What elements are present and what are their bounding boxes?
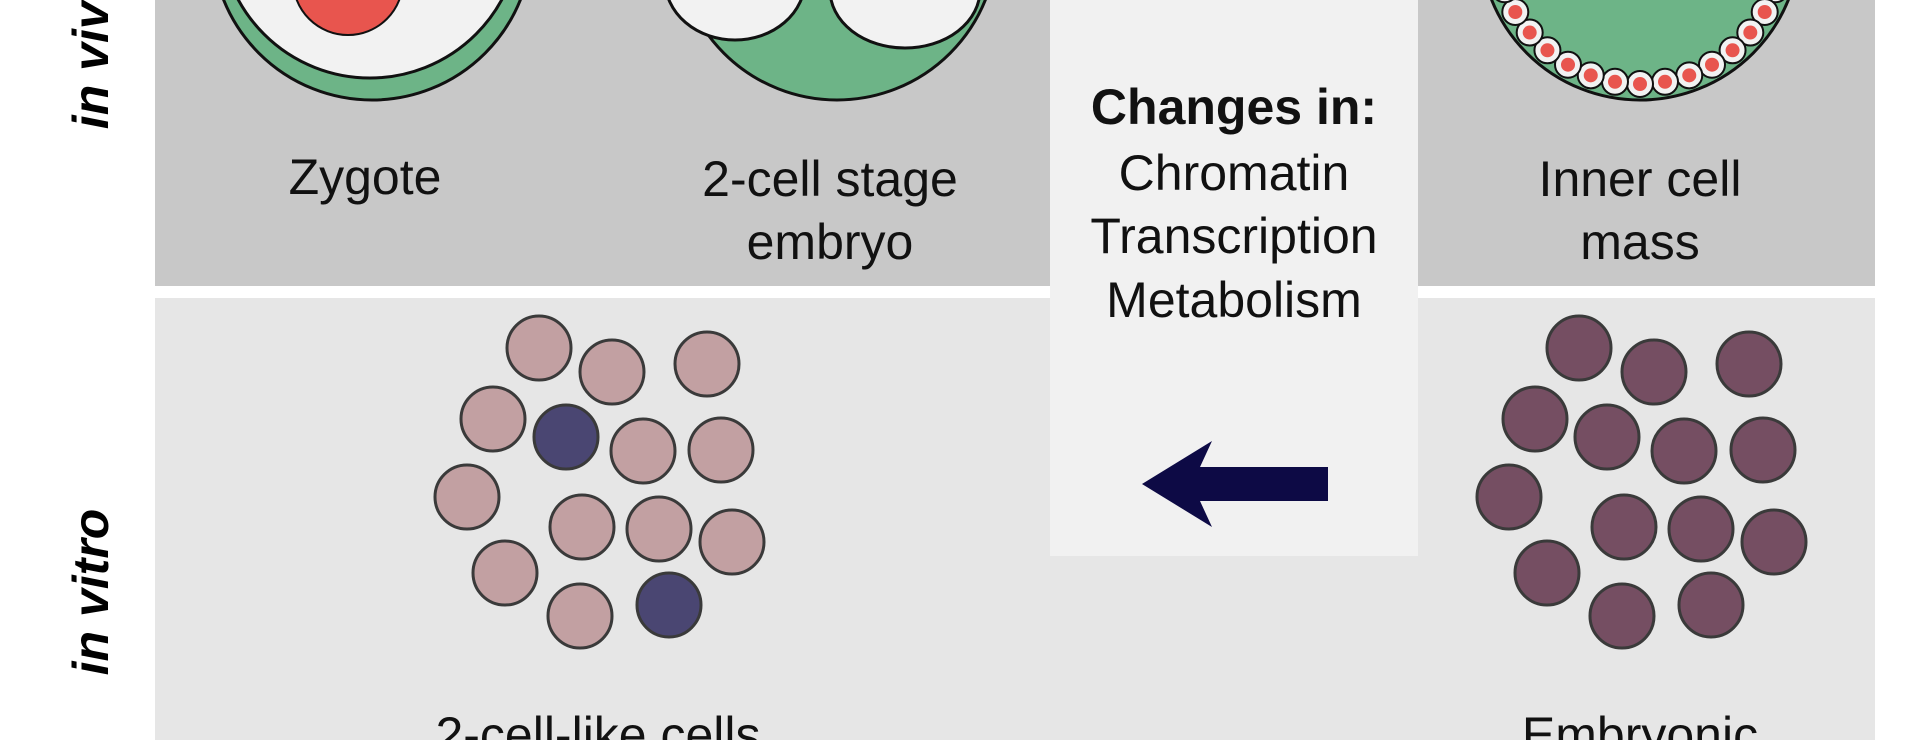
cell (1677, 571, 1745, 639)
trophectoderm-nucleus (1682, 68, 1697, 83)
cell (1588, 582, 1656, 650)
highlighted-cell (635, 571, 703, 639)
cell (471, 539, 539, 607)
trophectoderm-nucleus (1705, 57, 1719, 72)
cell (1475, 463, 1543, 531)
cell (1740, 508, 1808, 576)
trophectoderm-nucleus (1561, 57, 1575, 72)
cell (1715, 330, 1783, 398)
trophectoderm-nucleus (1522, 25, 1537, 40)
cell (546, 582, 614, 650)
cell (1573, 403, 1641, 471)
trophectoderm-nucleus (1757, 5, 1772, 19)
trophectoderm-cell (1495, 0, 1514, 4)
cell (625, 495, 693, 563)
trophectoderm-nucleus (1743, 25, 1758, 40)
trophectoderm-nucleus (1583, 68, 1598, 83)
changes-box (1050, 0, 1418, 556)
cell (1501, 385, 1569, 453)
cell (698, 508, 766, 576)
two-cell-label-line2: embryo (747, 214, 914, 270)
zygote-label: Zygote (289, 149, 442, 205)
trophectoderm-nucleus (1607, 74, 1622, 89)
trophectoderm-nucleus (1540, 43, 1555, 58)
cell (1590, 493, 1658, 561)
icm-label-line1: Inner cell (1539, 151, 1742, 207)
in-vivo-label: in vivo (63, 0, 119, 129)
left-arrow-icon (1142, 441, 1328, 527)
cell (578, 338, 646, 406)
in-vitro-label: in vitro (63, 509, 119, 676)
highlighted-cell (532, 403, 600, 471)
two-cell-label-line1: 2-cell stage (702, 151, 958, 207)
zygote-nucleus (295, 0, 401, 36)
cell (1729, 416, 1797, 484)
cell (1545, 314, 1613, 382)
trophectoderm-nucleus (1658, 74, 1673, 89)
icm-label-line2: mass (1580, 214, 1699, 270)
cell (1620, 338, 1688, 406)
cell (1650, 417, 1718, 485)
change-item-chromatin: Chromatin (1119, 145, 1350, 201)
cell (505, 314, 573, 382)
cell (548, 493, 616, 561)
trophectoderm-cells (1495, 0, 1785, 98)
cell (1667, 495, 1735, 563)
two-cell-like-cells-cluster (433, 314, 766, 650)
cell (433, 463, 501, 531)
change-item-transcription: Transcription (1090, 208, 1377, 264)
zygote-illustration (222, 0, 522, 102)
cell (673, 330, 741, 398)
trophectoderm-nucleus (1725, 43, 1740, 58)
trophectoderm-nucleus (1633, 77, 1647, 91)
trophectoderm-nucleus (1508, 5, 1523, 19)
changes-heading: Changes in: (1091, 79, 1377, 135)
cell (687, 416, 755, 484)
two-cell-like-cells-label: 2-cell-like cells (435, 707, 760, 740)
embryonic-stem-cells-cluster (1475, 314, 1808, 650)
embryonic-label: Embryonic (1522, 707, 1758, 740)
cell (459, 385, 527, 453)
change-item-metabolism: Metabolism (1106, 272, 1362, 328)
blastocyst-illustration (1490, 0, 1790, 102)
two-cell-embryo-illustration (667, 0, 987, 102)
cell (1513, 539, 1581, 607)
cell (609, 417, 677, 485)
